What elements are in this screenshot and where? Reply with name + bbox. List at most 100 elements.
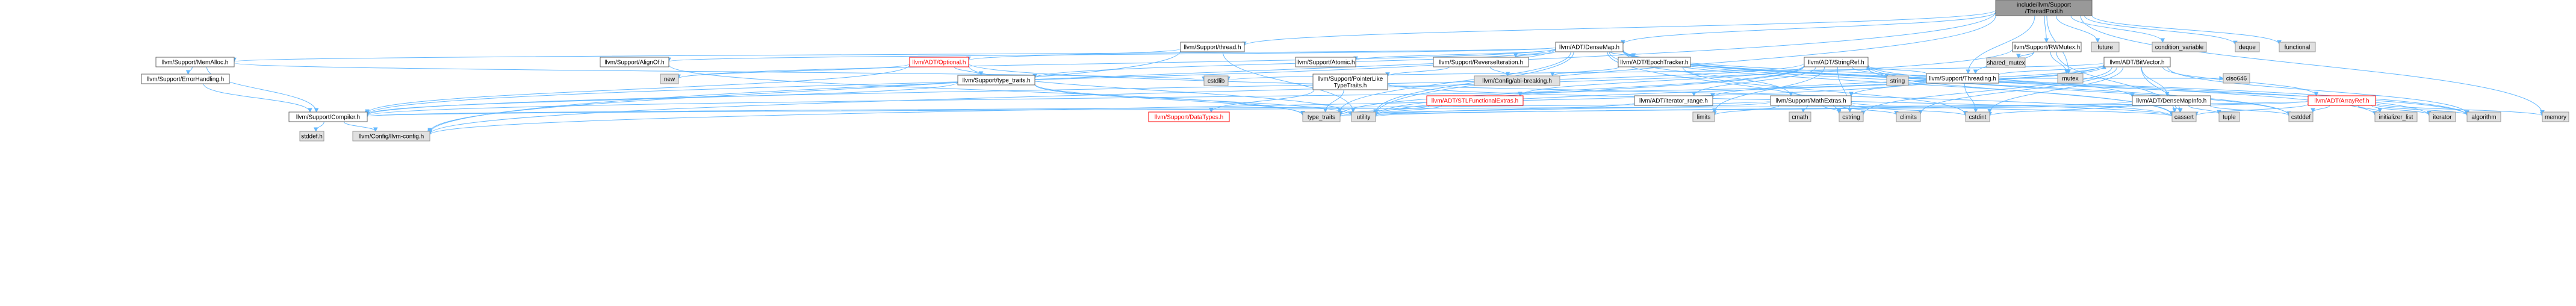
node-deque: deque (2235, 42, 2260, 52)
node-algorithm: algorithm (2466, 111, 2501, 122)
node-label: functional (2285, 45, 2311, 51)
dependency-edge (2044, 15, 2049, 43)
node-box (2235, 42, 2260, 52)
dependency-edge (206, 66, 319, 113)
dependency-edge (2084, 15, 2238, 46)
node-box (1295, 57, 1356, 67)
node-reviter[interactable]: llvm/Support/ReverseIteration.h (1433, 57, 1529, 67)
dependency-edge (2050, 51, 2069, 75)
dependency-edge (185, 66, 193, 75)
node-box (1302, 111, 1341, 122)
node-optional[interactable]: llvm/ADT/Optional.h (909, 57, 969, 67)
node-thread[interactable]: llvm/Support/thread.h (1180, 42, 1245, 52)
node-epoch[interactable]: llvm/ADT/EpochTracker.h (1618, 57, 1691, 67)
node-atomic[interactable]: llvm/Support/Atomic.h (1295, 57, 1356, 67)
node-box (2012, 42, 2082, 52)
dependency-edge (1323, 89, 1344, 113)
node-datatypes[interactable]: llvm/Support/DataTypes.h (1148, 111, 1230, 122)
node-box (1634, 95, 1713, 106)
node-label: llvm/ADT/ArrayRef.h (2314, 98, 2369, 105)
node-alignof[interactable]: llvm/Support/AlignOf.h (600, 57, 669, 67)
node-label: llvm/Support/ReverseIteration.h (1439, 60, 1523, 66)
node-label: new (664, 76, 675, 83)
node-sharedmutex: shared_mutex (1986, 57, 2026, 68)
node-box (2308, 95, 2376, 106)
node-iterator: iterator (2429, 111, 2456, 122)
node-label: cassert (2174, 114, 2194, 121)
node-box (2466, 111, 2501, 122)
node-box (2542, 111, 2569, 122)
node-box (2279, 42, 2316, 52)
node-box (1804, 57, 1869, 67)
node-label: llvm/Support/RWMutex.h (2014, 45, 2080, 51)
node-cstring: cstring (1839, 111, 1864, 122)
node-label: type_traits (1308, 114, 1335, 121)
node-label: llvm/Support/thread.h (1184, 45, 1241, 51)
node-rwmutex[interactable]: llvm/Support/RWMutex.h (2012, 42, 2082, 52)
node-arrayref[interactable]: llvm/ADT/ArrayRef.h (2308, 95, 2376, 106)
node-label: utility (1357, 114, 1371, 121)
node-box (2152, 42, 2207, 52)
dependency-edge (2016, 51, 2035, 59)
node-box (1789, 111, 1811, 122)
node-box (660, 73, 679, 84)
node-functional: functional (2279, 42, 2316, 52)
node-box (2288, 111, 2314, 122)
node-box (1896, 111, 1921, 122)
node-mathextras[interactable]: llvm/Support/MathExtras.h (1770, 95, 1852, 106)
node-label: cstddef (2291, 114, 2311, 121)
node-iterrange[interactable]: llvm/ADT/iterator_range.h (1634, 95, 1713, 106)
node-box (2057, 73, 2084, 84)
node-label: include/llvm/Support (2017, 2, 2071, 8)
node-typetraitsh[interactable]: llvm/Support/type_traits.h (957, 75, 1035, 86)
node-label: limits (1697, 114, 1711, 121)
node-box (1926, 73, 1999, 84)
node-box (1426, 95, 1524, 106)
node-threading[interactable]: llvm/Support/Threading.h (1926, 73, 1999, 84)
node-label: llvm/ADT/BitVector.h (2109, 60, 2164, 66)
node-initlist: initializer_list (2374, 111, 2418, 122)
dependency-edge (1034, 84, 1305, 116)
node-label: deque (2239, 45, 2256, 51)
dependency-edge (1489, 66, 1510, 77)
node-label: climits (1900, 114, 1917, 121)
node-label: stddef.h (301, 134, 323, 140)
node-label: llvm/Support/MemAlloc.h (162, 60, 229, 66)
node-densemapinfo[interactable]: llvm/ADT/DenseMapInfo.h (2132, 95, 2211, 106)
node-box (155, 57, 235, 67)
dependency-edge (1966, 15, 2035, 75)
node-bitvector[interactable]: llvm/ADT/BitVector.h (2103, 57, 2171, 67)
node-label: cstdlib (1208, 78, 1225, 85)
node-label: llvm/Support/ErrorHandling.h (147, 76, 224, 83)
node-box (288, 111, 368, 122)
node-box (909, 57, 969, 67)
node-string: string (1886, 75, 1909, 86)
node-densemap[interactable]: llvm/ADT/DenseMap.h (1555, 42, 1624, 52)
node-climits: climits (1896, 111, 1921, 122)
node-box (2374, 111, 2418, 122)
node-label: llvm/ADT/DenseMapInfo.h (2137, 98, 2207, 105)
node-abibreaking: llvm/Config/abi-breaking.h (1474, 75, 1560, 86)
node-memalloc[interactable]: llvm/Support/MemAlloc.h (155, 57, 235, 67)
node-label: ciso646 (2226, 76, 2247, 83)
node-stddef: stddef.h (299, 131, 324, 142)
node-box (1618, 57, 1691, 67)
node-cstddef: cstddef (2288, 111, 2314, 122)
node-memory: memory (2542, 111, 2569, 122)
node-condvar: condition_variable (2152, 42, 2207, 52)
node-box (1995, 0, 2093, 16)
node-utility: utility (1351, 111, 1376, 122)
node-stringref[interactable]: llvm/ADT/StringRef.h (1804, 57, 1869, 67)
node-box (1965, 111, 1990, 122)
dependency-edge (1866, 66, 2174, 116)
node-stlfunc[interactable]: llvm/ADT/STLFunctionalExtras.h (1426, 95, 1524, 106)
node-box (600, 57, 669, 67)
node-cstdint: cstdint (1965, 111, 1990, 122)
node-label: llvm/Support/type_traits.h (963, 78, 1031, 84)
node-label: llvm/ADT/DenseMap.h (1559, 45, 1619, 51)
node-errorhandling[interactable]: llvm/Support/ErrorHandling.h (141, 73, 230, 84)
node-compiler[interactable]: llvm/Support/Compiler.h (288, 111, 368, 122)
dependency-edge (676, 63, 910, 80)
